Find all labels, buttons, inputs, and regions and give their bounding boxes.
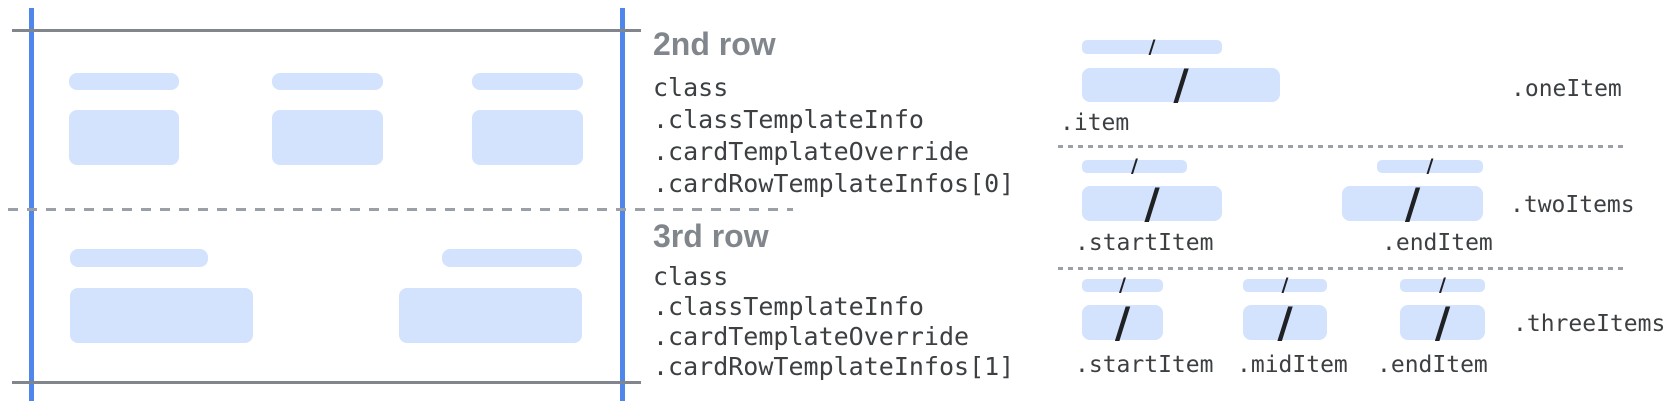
- field-label-placeholder: [69, 73, 179, 90]
- card-top-edge-line: [12, 29, 641, 32]
- end-item-label: .endItem: [1377, 352, 1488, 378]
- item-label-bar: /: [1082, 274, 1163, 296]
- field-label-placeholder: [442, 249, 582, 267]
- template-name-two-items: .twoItems: [1510, 192, 1635, 218]
- code-line: class: [653, 262, 729, 291]
- slash-icon: /: [1173, 60, 1189, 109]
- code-line: .cardRowTemplateInfos[1]: [653, 352, 1015, 381]
- slash-icon: /: [1144, 178, 1160, 228]
- item-label-bar: /: [1400, 274, 1485, 296]
- template-name-one-item: .oneItem: [1511, 76, 1622, 102]
- item-label: .item: [1060, 110, 1130, 136]
- field-label-placeholder: [272, 73, 383, 90]
- slash-icon: /: [1148, 35, 1156, 58]
- code-line: class: [653, 73, 729, 102]
- slash-icon: /: [1131, 155, 1138, 177]
- end-item-label: .endItem: [1382, 230, 1493, 256]
- mid-item-label: .midItem: [1237, 352, 1348, 378]
- item-value-bar: /: [1342, 182, 1483, 224]
- item-value-bar: /: [1082, 301, 1163, 343]
- slash-icon: /: [1439, 274, 1446, 296]
- start-item-label: .startItem: [1075, 352, 1214, 378]
- item-label-bar: /: [1243, 274, 1327, 296]
- field-value-placeholder: [69, 110, 179, 165]
- item-label-bar: /: [1082, 155, 1187, 177]
- item-label-bar: /: [1377, 155, 1483, 177]
- item-label-bar: /: [1082, 35, 1222, 58]
- slash-icon: /: [1277, 297, 1293, 347]
- field-value-placeholder: [399, 288, 582, 343]
- section-divider-dotted-line: [1058, 145, 1628, 148]
- item-value-bar: /: [1400, 301, 1485, 343]
- row-2-code-path: class .classTemplateInfo .cardTemplateOv…: [653, 72, 1014, 200]
- code-line: .classTemplateInfo: [653, 292, 924, 321]
- slash-icon: /: [1426, 155, 1434, 177]
- slash-icon: /: [1434, 297, 1451, 347]
- template-name-three-items: .threeItems: [1513, 311, 1666, 337]
- field-value-placeholder: [272, 110, 383, 165]
- code-line: .cardTemplateOverride: [653, 137, 970, 166]
- slash-icon: /: [1114, 297, 1131, 347]
- row-2-title: 2nd row: [653, 26, 776, 62]
- item-value-bar: /: [1082, 64, 1280, 106]
- start-item-label: .startItem: [1075, 230, 1214, 256]
- slash-icon: /: [1119, 274, 1126, 296]
- section-divider-dotted-line: [1058, 267, 1628, 270]
- slash-icon: /: [1281, 274, 1289, 296]
- field-label-placeholder: [472, 73, 583, 90]
- row-divider-dashed-line: [8, 208, 793, 211]
- field-value-placeholder: [472, 110, 583, 165]
- slash-icon: /: [1404, 178, 1421, 228]
- guide-line-left: [29, 8, 34, 401]
- code-line: .classTemplateInfo: [653, 105, 924, 134]
- code-line: .cardRowTemplateInfos[0]: [653, 169, 1015, 198]
- item-value-bar: /: [1243, 301, 1327, 343]
- row-3-code-path: class .classTemplateInfo .cardTemplateOv…: [653, 262, 1014, 382]
- field-value-placeholder: [70, 288, 253, 343]
- row-3-title: 3rd row: [653, 218, 769, 254]
- card-bottom-edge-line: [12, 381, 641, 384]
- field-label-placeholder: [70, 249, 208, 267]
- guide-line-right: [620, 8, 625, 401]
- code-line: .cardTemplateOverride: [653, 322, 970, 351]
- item-value-bar: /: [1082, 182, 1222, 224]
